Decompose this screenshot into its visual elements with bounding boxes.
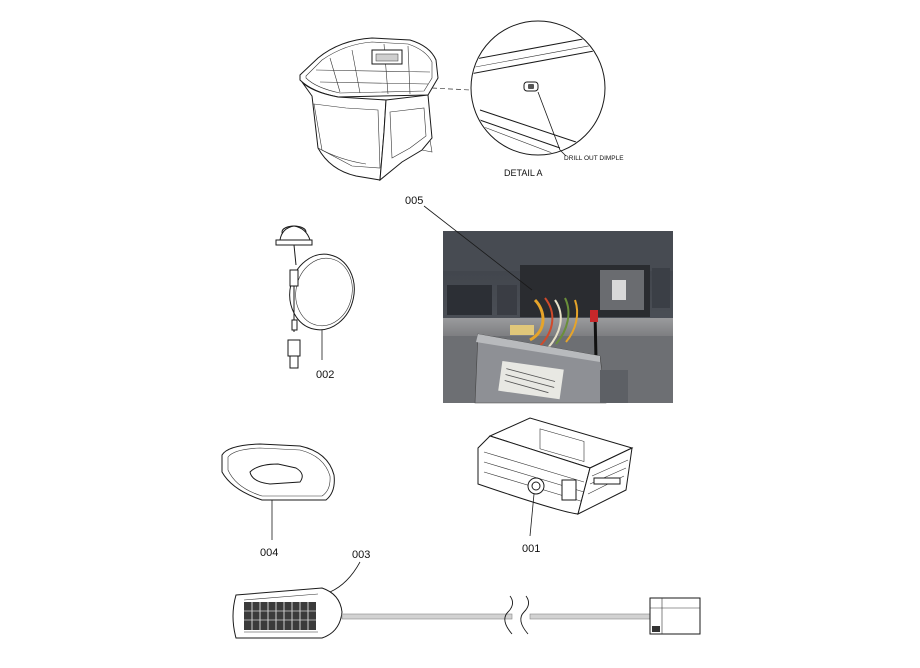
connector-grille xyxy=(244,602,316,630)
trim-bezel-drawing: 004 xyxy=(221,443,335,559)
detail-note-text: DRILL OUT DIMPLE xyxy=(564,155,624,162)
part-001-label: 001 xyxy=(522,543,540,555)
cable-assembly-drawing: 003 xyxy=(232,549,701,639)
overhead-console-drawing xyxy=(299,37,471,182)
part-004-label: 004 xyxy=(260,547,278,559)
part-005-label: 005 xyxy=(405,195,423,207)
detail-a-view: DRILL OUT DIMPLE DETAIL A xyxy=(470,20,624,178)
install-photo: 005 xyxy=(405,195,673,404)
part-002-label: 002 xyxy=(316,369,334,381)
antenna-drawing: 002 xyxy=(275,225,355,381)
detail-title-text: DETAIL A xyxy=(504,168,543,178)
part-003-label: 003 xyxy=(352,549,370,561)
head-unit-drawing: 001 xyxy=(477,417,634,555)
